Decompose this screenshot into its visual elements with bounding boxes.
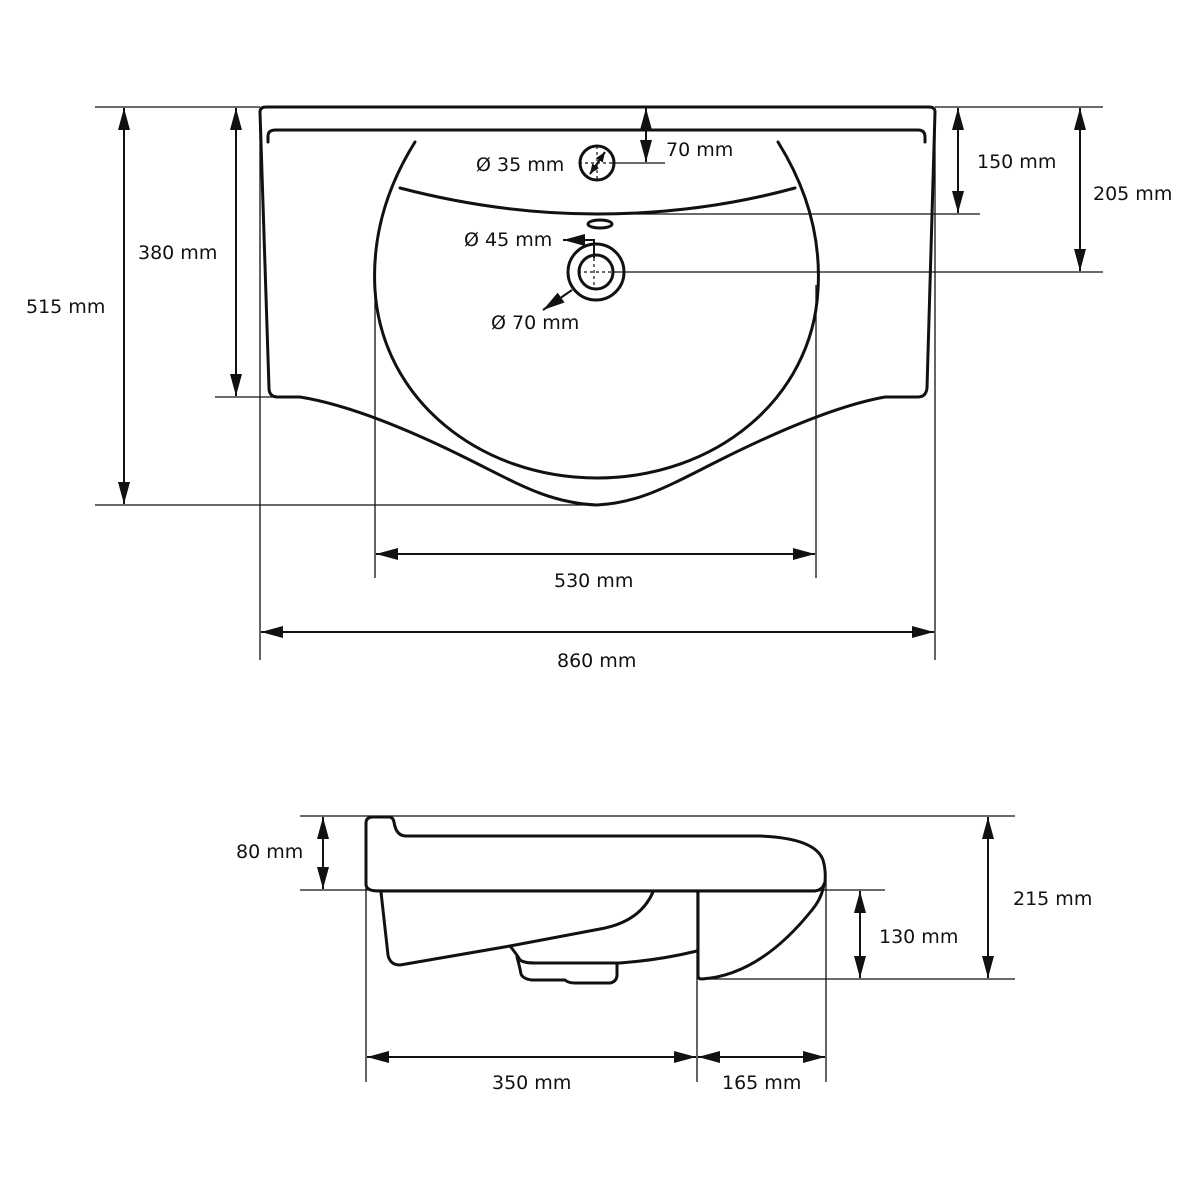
bowl-outline bbox=[373, 140, 820, 480]
label-overall-width: 860 mm bbox=[557, 650, 636, 672]
label-rear-depth: 165 mm bbox=[722, 1072, 801, 1094]
front-lip-curve bbox=[398, 186, 797, 216]
label-overall-height: 215 mm bbox=[1013, 888, 1092, 910]
top-view: 515 mm 380 mm 150 mm 205 mm 70 mm Ø 35 m… bbox=[26, 105, 1172, 672]
side-rim-profile bbox=[364, 815, 827, 893]
sink-outline bbox=[258, 105, 937, 507]
label-bowl-depth: 350 mm bbox=[492, 1072, 571, 1094]
side-view: 80 mm 215 mm 130 mm 350 mm 165 mm bbox=[236, 815, 1092, 1094]
overflow-hole bbox=[586, 218, 614, 230]
label-lower-height: 130 mm bbox=[879, 926, 958, 948]
label-overflow-diameter: Ø 45 mm bbox=[464, 229, 552, 251]
label-tap-hole-diameter: Ø 35 mm bbox=[476, 154, 564, 176]
label-rim-height: 80 mm bbox=[236, 841, 303, 863]
label-front-lip-depth: 150 mm bbox=[977, 151, 1056, 173]
side-rear-profile bbox=[696, 882, 826, 981]
label-drain-position: 205 mm bbox=[1093, 183, 1172, 205]
label-bowl-width: 530 mm bbox=[554, 570, 633, 592]
label-overall-depth: 515 mm bbox=[26, 296, 105, 318]
side-trap-profile bbox=[515, 955, 619, 985]
label-tap-hole-offset: 70 mm bbox=[666, 139, 733, 161]
rim-inner-line bbox=[266, 128, 927, 144]
label-drain-diameter: Ø 70 mm bbox=[491, 312, 579, 334]
label-rim-depth: 380 mm bbox=[138, 242, 217, 264]
side-drain-profile bbox=[508, 944, 699, 965]
